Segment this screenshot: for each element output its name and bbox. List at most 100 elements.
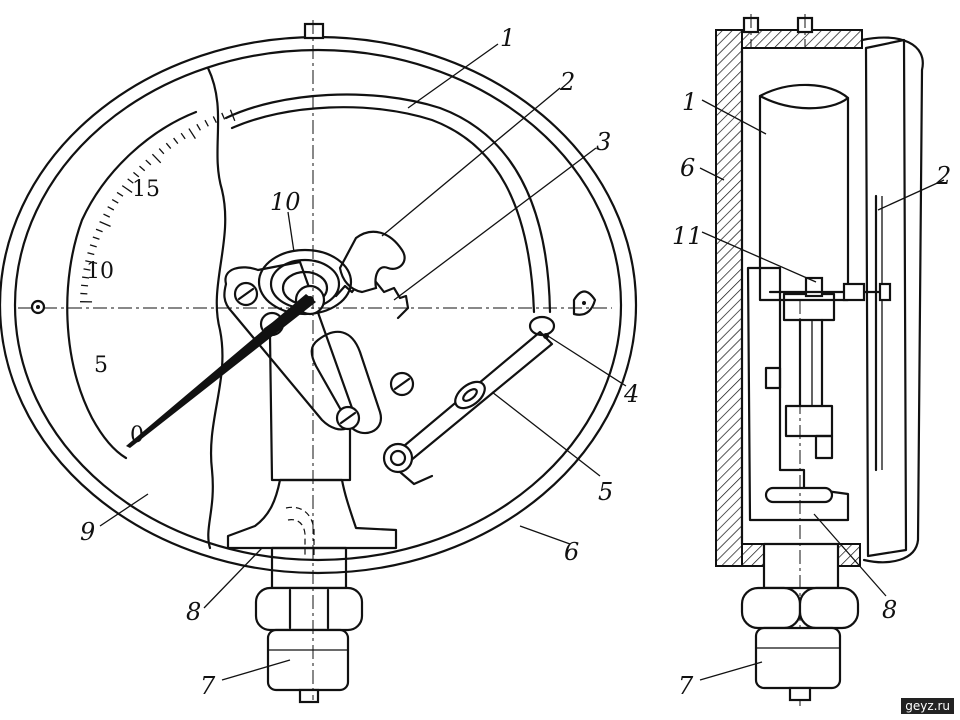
side-leader-2 [877, 179, 945, 211]
leader-1 [407, 43, 499, 109]
side-callout-2: 2 [935, 162, 951, 190]
bourdon-tube-inner [230, 106, 536, 314]
callout-10: 10 [270, 188, 301, 216]
screw-slot [237, 287, 255, 301]
scale-tick [212, 116, 217, 123]
side-leader-11 [701, 231, 817, 283]
scale-label-10: 10 [86, 259, 114, 284]
side-callout-7: 7 [678, 672, 694, 700]
shaft-tip [878, 282, 892, 302]
front-bezel [860, 36, 924, 564]
leader-5 [491, 391, 601, 477]
shaft-collar [842, 282, 866, 302]
hex-nut [254, 586, 364, 632]
scale-ticks [80, 109, 236, 303]
bourdon-tube-outer [224, 93, 552, 314]
scale-tick [133, 171, 140, 178]
scale-label-5: 5 [94, 353, 108, 378]
scale-tick [221, 112, 226, 120]
scale-tick [196, 123, 201, 131]
leader-8 [203, 547, 263, 609]
scale-tick [158, 148, 165, 155]
case-left-wall [715, 29, 743, 567]
scale-label-15: 15 [132, 177, 160, 202]
side-callout-1: 1 [682, 88, 697, 116]
scale-tick [204, 119, 209, 127]
scale-tick [188, 128, 196, 140]
rod-end-pivot [382, 442, 414, 474]
side-view: 1 6 2 11 8 7 [672, 14, 951, 706]
right-lug-dot [582, 301, 586, 305]
leader-3 [393, 147, 597, 301]
rod-slot-hole [462, 388, 478, 402]
leader-9 [99, 493, 149, 527]
callout-3: 3 [596, 128, 611, 156]
callout-1: 1 [500, 24, 515, 52]
side-end-pin [788, 686, 812, 702]
tube-tip [528, 315, 556, 337]
callout-8: 8 [186, 598, 201, 626]
front-view: 0 5 10 15 1 2 3 10 4 5 6 7 8 9 [0, 20, 639, 704]
pointer-needle [126, 294, 316, 448]
leader-4 [547, 335, 627, 387]
scale-tick [180, 132, 186, 140]
scale-tick [139, 165, 146, 172]
scale-tick [92, 236, 100, 240]
scale-tick [121, 185, 133, 193]
socket-channel [285, 506, 315, 556]
movement-plate-1 [782, 292, 836, 322]
sector-arm [310, 330, 383, 435]
leader-2 [381, 87, 561, 237]
callout-4: 4 [623, 380, 639, 408]
pointer-lever [338, 230, 406, 294]
leader-7 [221, 659, 291, 681]
left-lug [30, 299, 46, 315]
scale-tick [89, 244, 97, 248]
fitting-neck [270, 546, 348, 590]
rod-slot [454, 380, 486, 410]
scale-tick [116, 191, 124, 197]
socket-channel-2 [287, 519, 306, 556]
socket-flange [226, 478, 398, 550]
callout-2: 2 [559, 68, 575, 96]
scale-tick [95, 228, 103, 233]
side-bourdon-tube [758, 83, 850, 302]
scale-tick [107, 206, 115, 211]
movement-plate-2 [784, 404, 834, 438]
socket-slot [764, 486, 834, 504]
scale-tick [145, 159, 152, 166]
case-inner-ring [13, 48, 623, 562]
side-leader-7 [699, 661, 763, 681]
side-callout-6: 6 [680, 154, 695, 182]
side-threaded-end [754, 626, 842, 690]
lower-link [814, 434, 834, 460]
dial-cutaway-edge [206, 66, 227, 550]
rod-end-link [398, 470, 434, 486]
threaded-end [266, 628, 350, 692]
callout-7: 7 [200, 672, 216, 700]
screw-slot [339, 411, 357, 425]
scale-tick [111, 198, 119, 204]
side-callout-11: 11 [672, 222, 703, 250]
scale-tick [99, 221, 111, 227]
side-callout-8: 8 [882, 596, 897, 624]
rod-end-pivot-inner [389, 449, 407, 467]
scale-tick [151, 153, 162, 164]
leader-6 [519, 525, 571, 545]
side-hex-nut-left [740, 586, 802, 630]
scale-tick [80, 284, 89, 287]
front-glass [864, 38, 908, 558]
scale-label-0: 0 [130, 423, 144, 448]
side-bourdon-tube-top [758, 94, 850, 110]
side-leader-8 [813, 513, 887, 597]
scale-tick [103, 213, 111, 218]
side-fitting-neck [762, 542, 840, 590]
sector-gear [334, 280, 410, 320]
scale-tick [127, 178, 134, 184]
side-leader-1 [701, 99, 767, 135]
screw-slot [393, 377, 411, 391]
scale-tick [165, 142, 172, 150]
top-stud [303, 22, 325, 40]
case-bottom-left [741, 543, 765, 567]
